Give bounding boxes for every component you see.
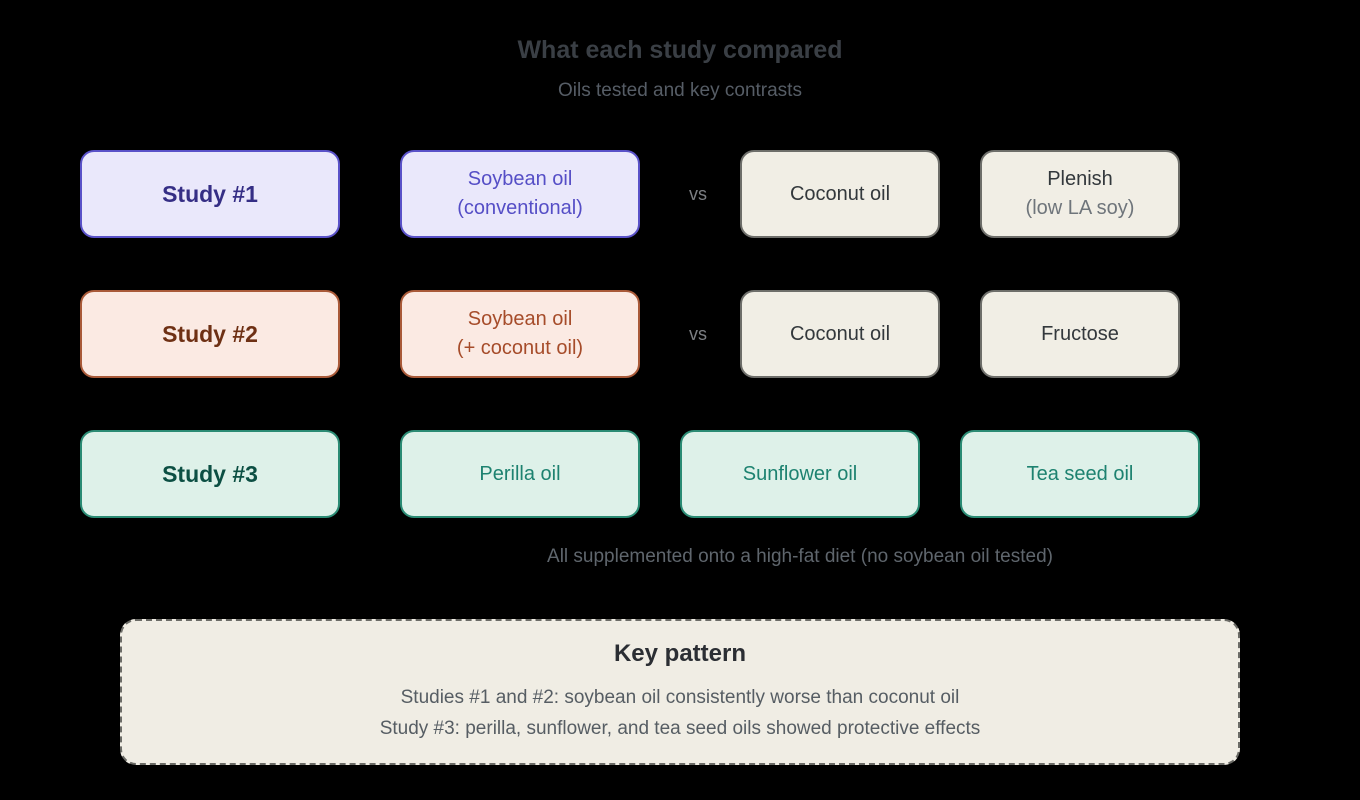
study-3-oil-2-box: Sunflower oil (680, 430, 920, 518)
page-subtitle: Oils tested and key contrasts (558, 80, 802, 101)
diet-footnote: All supplemented onto a high-fat diet (n… (547, 546, 1053, 567)
study-3-oil-1-box: Perilla oil (400, 430, 640, 518)
study-3-oil-1: Perilla oil (479, 462, 561, 485)
study-2-oil-qualifier: (+ coconut oil) (456, 337, 584, 359)
study-1-label-box: Study #1 (80, 150, 340, 238)
study-1-comparator-2-box: Plenish (low LA soy) (980, 150, 1180, 238)
study-2-label: Study #2 (162, 320, 258, 347)
key-pattern-line-2: Study #3: perilla, sunflower, and tea se… (379, 718, 981, 739)
study-3-label: Study #3 (162, 460, 258, 487)
study-1-oil-qualifier: (conventional) (457, 197, 583, 219)
vs-label-row-2: vs (689, 323, 707, 344)
study-2-oil-name: Soybean oil (467, 308, 573, 330)
key-pattern-line-1: Studies #1 and #2: soybean oil consisten… (400, 687, 960, 708)
study-3-oil-3: Tea seed oil (1026, 462, 1134, 485)
study-1-comparator-2-name: Plenish (1047, 168, 1113, 190)
key-pattern-box: Key pattern Studies #1 and #2: soybean o… (120, 619, 1240, 765)
page-title: What each study compared (517, 36, 843, 64)
study-2-comparator-2-box: Fructose (980, 290, 1180, 378)
study-1-oil-name: Soybean oil (467, 168, 573, 190)
study-1-comparator-1-box: Coconut oil (740, 150, 940, 238)
study-2-comparator-2: Fructose (1041, 322, 1119, 345)
study-2-comparator-1: Coconut oil (789, 322, 891, 345)
study-2-oil-box: Soybean oil (+ coconut oil) (400, 290, 640, 378)
study-1-comparator-1: Coconut oil (789, 182, 891, 205)
study-3-oil-2: Sunflower oil (742, 462, 858, 485)
key-pattern-heading: Key pattern (613, 640, 747, 667)
study-1-comparator-2-qualifier: (low LA soy) (1025, 197, 1135, 219)
study-2-comparator-1-box: Coconut oil (740, 290, 940, 378)
study-3-label-box: Study #3 (80, 430, 340, 518)
study-2-label-box: Study #2 (80, 290, 340, 378)
study-1-oil-box: Soybean oil (conventional) (400, 150, 640, 238)
study-1-label: Study #1 (162, 180, 258, 207)
study-3-oil-3-box: Tea seed oil (960, 430, 1200, 518)
vs-label-row-1: vs (689, 183, 707, 204)
